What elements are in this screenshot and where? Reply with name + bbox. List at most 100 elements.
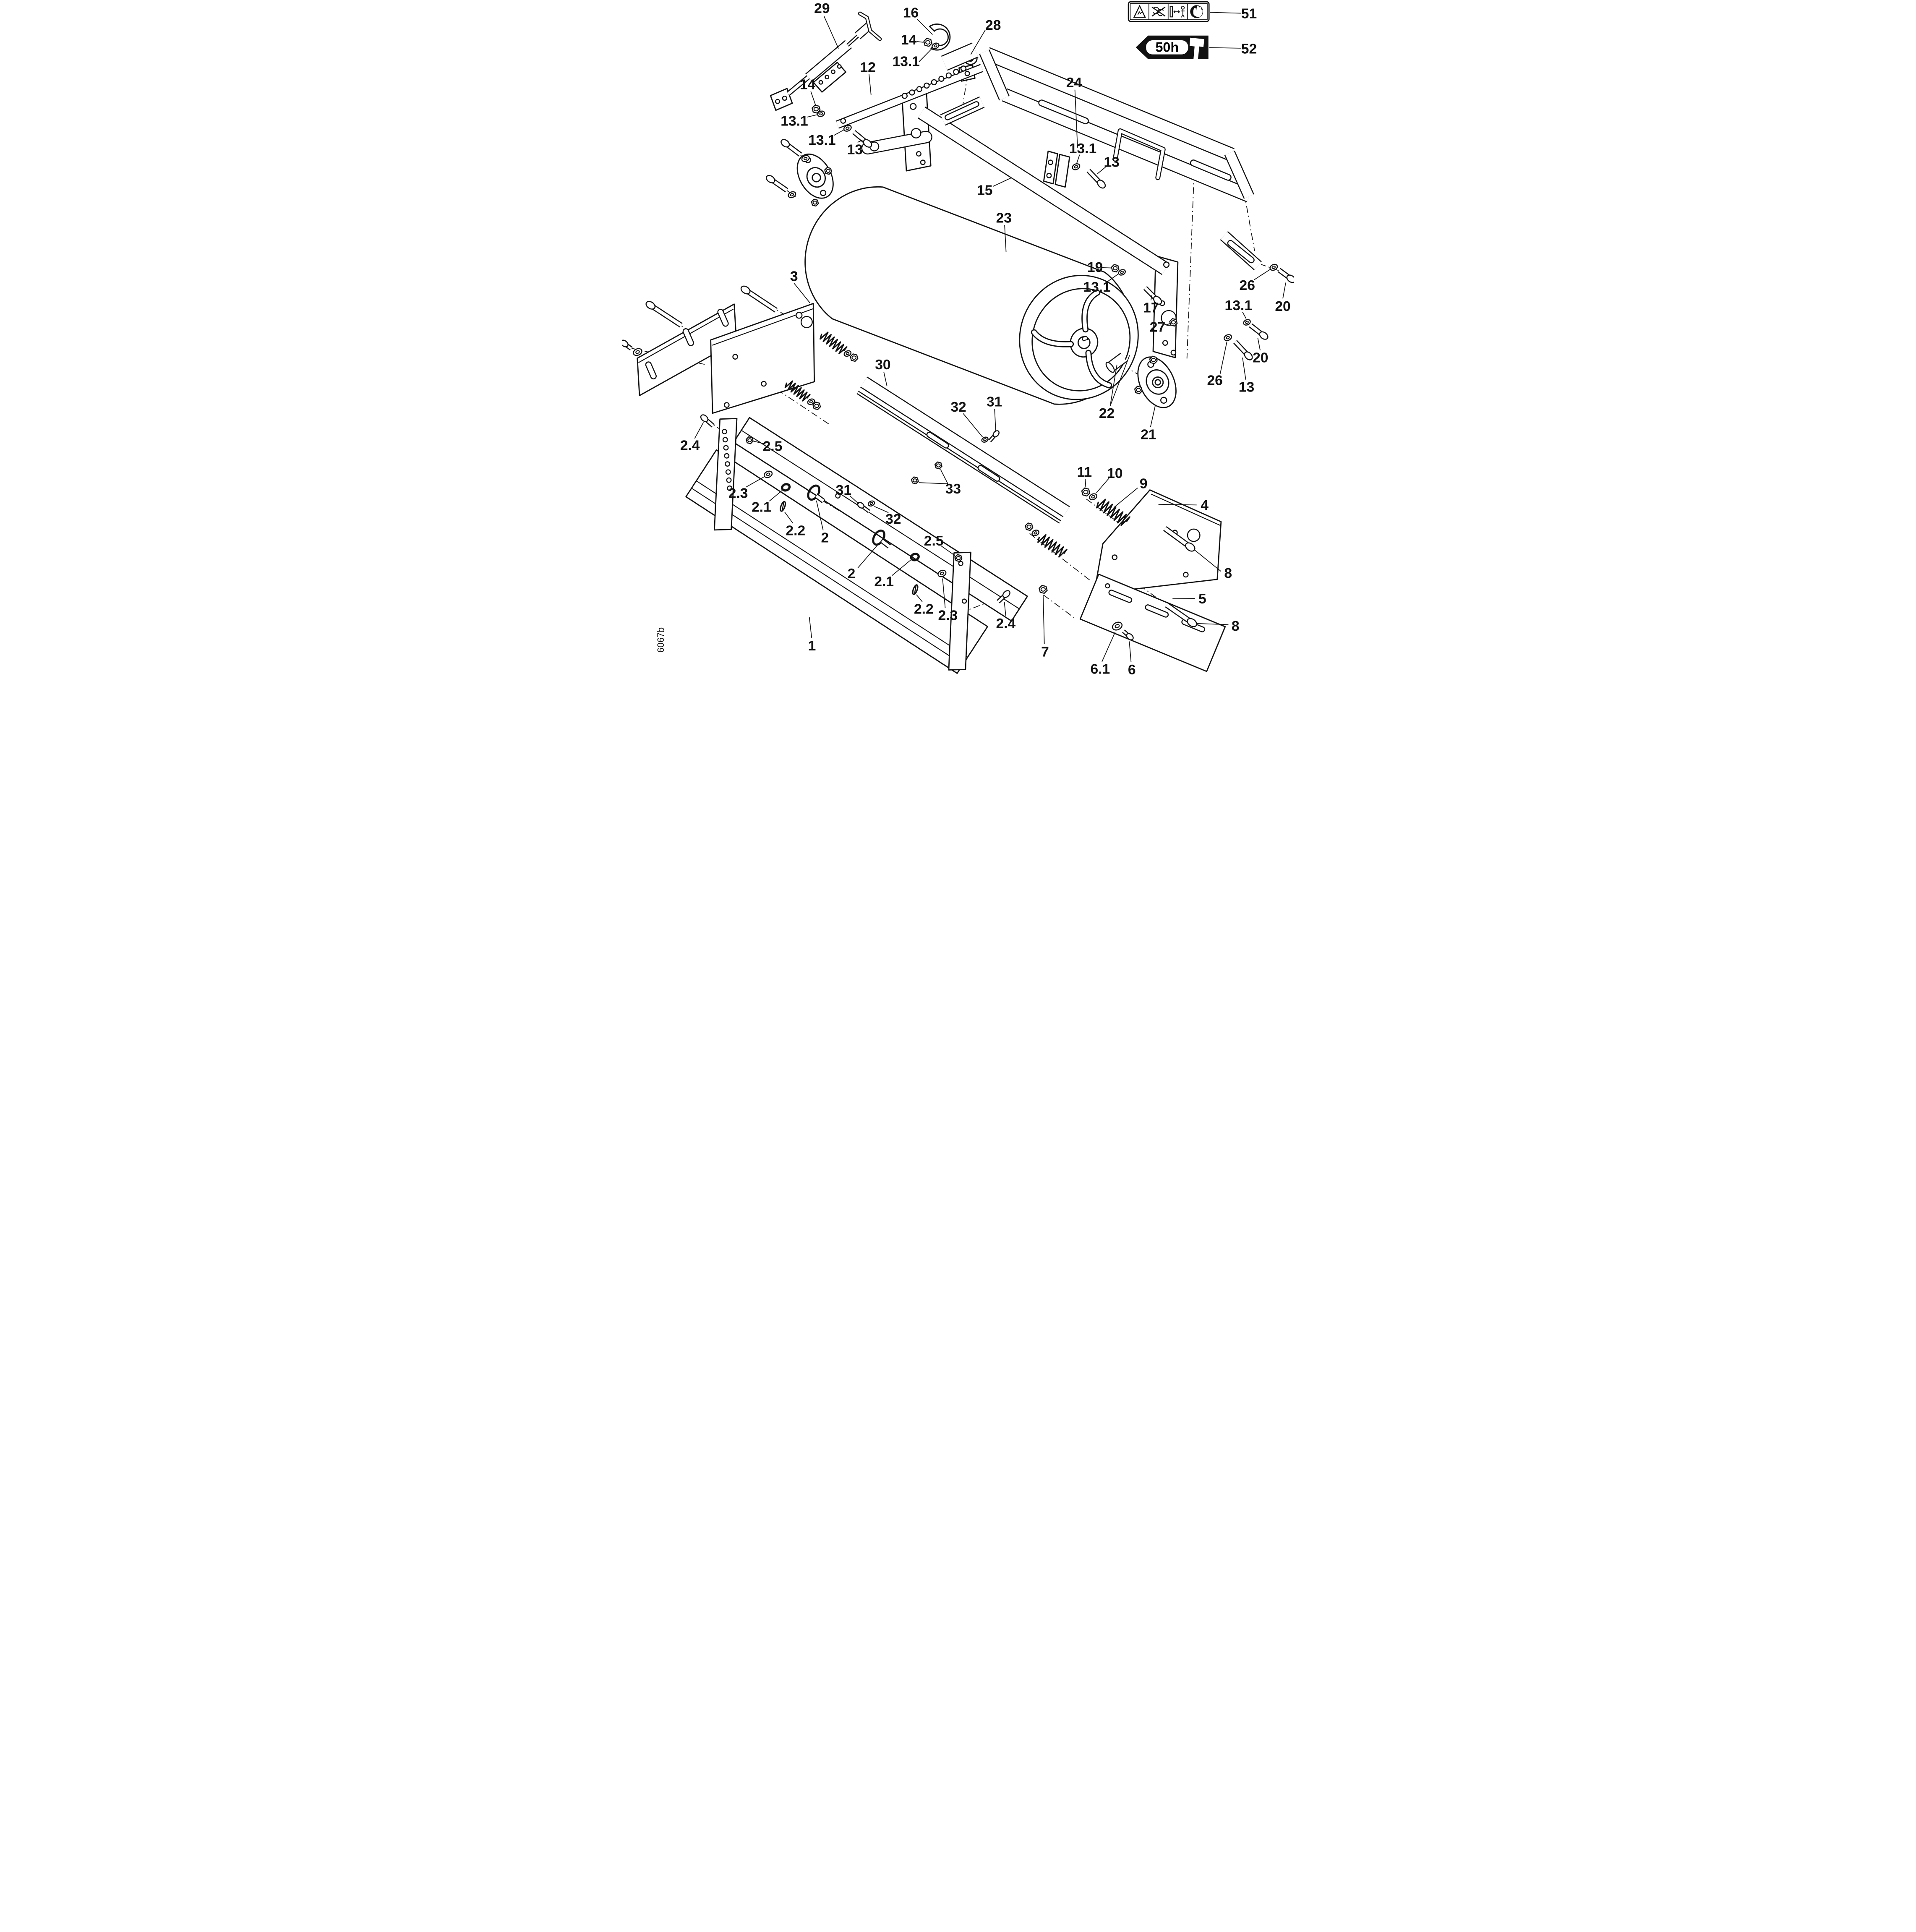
callout-2: 2 [821, 530, 829, 546]
cut-hazard-icon [1133, 5, 1146, 18]
hole [909, 89, 915, 96]
hole [722, 428, 728, 434]
hole [945, 72, 952, 78]
callout-leader [1085, 479, 1086, 488]
bolt-head [622, 339, 629, 347]
spring [820, 332, 848, 355]
drawing-number: 6067b [655, 627, 666, 653]
callout-leader [994, 409, 996, 432]
roller-keyway [1081, 335, 1089, 342]
hole [931, 79, 937, 86]
assembly-axis [786, 190, 799, 199]
callout-leader [849, 495, 859, 504]
callout-leader [883, 371, 888, 386]
callout-2.3: 2.3 [938, 608, 958, 623]
callout-leader [816, 500, 824, 530]
bolt-head [863, 139, 872, 148]
callout-29: 29 [814, 1, 830, 16]
hole [1170, 350, 1177, 356]
cotter-pin [780, 501, 786, 512]
callout-leader [919, 48, 932, 62]
hole [964, 70, 970, 76]
bolt-head [1259, 331, 1269, 340]
callout-6: 6 [1128, 662, 1136, 677]
hole [723, 445, 729, 451]
hole [795, 312, 803, 319]
callout-6.1: 6.1 [1090, 662, 1110, 677]
callout-leader [1158, 504, 1197, 506]
callout-14: 14 [901, 32, 917, 48]
callout-leader [1004, 602, 1006, 616]
callout-leader [1074, 89, 1078, 148]
bolt-head [1126, 633, 1134, 641]
o-ring [781, 483, 791, 492]
hole [961, 598, 967, 604]
callout-7: 7 [1041, 644, 1049, 660]
callout-32: 32 [950, 399, 966, 415]
callout-20: 20 [1275, 299, 1290, 314]
exploded-parts [637, 23, 1226, 674]
callout-leader [992, 177, 1012, 187]
bolt-head [1185, 542, 1196, 552]
hole [722, 437, 728, 443]
callout-2.2: 2.2 [786, 523, 805, 539]
spring [784, 380, 811, 402]
hole [916, 151, 921, 157]
callout-8: 8 [1232, 619, 1240, 634]
callout-leader [810, 91, 816, 105]
callout-2.2: 2.2 [914, 602, 934, 617]
callout-13.1: 13.1 [1069, 141, 1096, 157]
callout-leader [916, 18, 933, 35]
blade-fold-1 [695, 480, 968, 658]
callout-leader [1102, 632, 1116, 662]
callout-leader [1257, 338, 1261, 350]
callout-2.5: 2.5 [763, 439, 783, 454]
hole [916, 86, 923, 92]
grease-gun-icon [1189, 37, 1204, 61]
hole [835, 493, 841, 499]
callout-leader [1219, 341, 1227, 374]
callout-22: 22 [1099, 406, 1115, 421]
hole [1187, 528, 1201, 542]
callout-33: 33 [945, 481, 961, 497]
callout-leader [823, 16, 839, 49]
hole [1160, 397, 1167, 404]
callout-3: 3 [790, 269, 798, 284]
hole [958, 561, 963, 566]
callout-leader [809, 617, 812, 638]
hole [920, 159, 926, 165]
hole [924, 82, 930, 89]
right-mount-plate [1152, 255, 1179, 358]
callout-13: 13 [1239, 380, 1254, 395]
callout-21: 21 [1141, 427, 1156, 442]
callout-2.4: 2.4 [996, 616, 1016, 632]
hole [909, 103, 917, 110]
bolt-head [1002, 590, 1010, 598]
turnbuckle-fork [770, 88, 793, 111]
callout-leader [1107, 274, 1119, 282]
callout-51: 51 [1241, 6, 1257, 21]
callout-leader [784, 512, 794, 524]
bolt-head [740, 285, 751, 295]
bolt-head [1187, 618, 1197, 627]
callout-leader [1096, 478, 1109, 493]
bolt-head [1097, 180, 1106, 189]
callout-leader [1096, 165, 1107, 175]
callout-leader [1109, 355, 1130, 406]
callout-leader [769, 490, 783, 501]
callout-13: 13 [1104, 154, 1119, 170]
hole [782, 95, 787, 101]
callout-24: 24 [1066, 75, 1082, 91]
hole [1046, 172, 1052, 178]
callout-23: 23 [996, 211, 1012, 226]
hole [732, 354, 738, 360]
callout-leader [1043, 595, 1045, 644]
hole [1112, 554, 1118, 560]
callout-leader [1150, 295, 1153, 300]
hole [1105, 583, 1110, 589]
callout-leader [753, 441, 766, 445]
blade-fold-2 [691, 487, 963, 665]
callout-13.1: 13.1 [1083, 279, 1110, 295]
bolt-head [992, 430, 1000, 438]
